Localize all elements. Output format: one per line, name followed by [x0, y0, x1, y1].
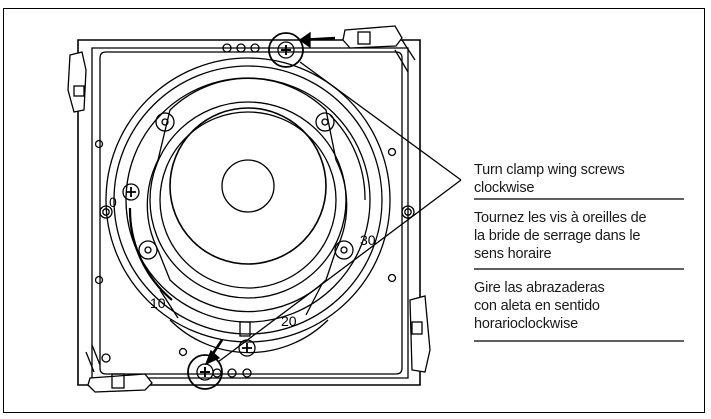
callout-spanish-line-1: Gire las abrazaderas — [474, 280, 605, 296]
clockwise-arrow-top-icon — [298, 31, 336, 49]
wing-clamp-top-right — [342, 25, 416, 73]
callout-english: Turn clamp wing screws clockwise — [474, 161, 684, 197]
rotation-ring — [105, 57, 391, 343]
scale-ring-detail — [159, 283, 329, 354]
figure-frame — [3, 8, 705, 413]
wing-clamp-bottom-right — [409, 295, 431, 373]
callout-spanish: Gire las abrazaderas con aleta en sentid… — [474, 279, 684, 333]
phillips-screw-left — [122, 183, 140, 201]
scale-label-0: 0 — [109, 194, 117, 210]
wing-screw-top-highlight — [268, 32, 304, 68]
callout-spanish-line-3: horarioclockwise — [474, 316, 578, 332]
callout-separators — [474, 198, 684, 342]
scale-label-10: 10 — [150, 295, 166, 311]
callout-french-line-1: Tournez les vis à oreilles de — [474, 210, 647, 226]
callout-french: Tournez les vis à oreilles de la bride d… — [474, 209, 684, 263]
wing-screw-bottom-highlight — [187, 354, 223, 390]
callout-spanish-line-2: con aleta en sentido — [474, 298, 600, 314]
scale-label-30: 30 — [360, 232, 376, 248]
scale-labels: 0 10 20 30 — [109, 194, 376, 329]
callout-french-line-3: sens horaire — [474, 246, 552, 262]
screw-bosses — [138, 112, 354, 260]
wing-clamp-bottom-left — [85, 344, 153, 393]
callout-english-line-2: clockwise — [474, 180, 535, 196]
callout-leader-lines — [217, 61, 462, 363]
inner-housing — [146, 77, 348, 313]
wing-clamp-top-left — [67, 51, 87, 113]
callout-english-line-1: Turn clamp wing screws — [474, 162, 625, 178]
clockwise-arrow-bottom-icon — [204, 339, 224, 366]
scale-label-20: 20 — [281, 313, 297, 329]
plate-holes — [94, 43, 415, 378]
callout-french-line-2: la bride de serrage dans le — [474, 228, 641, 244]
